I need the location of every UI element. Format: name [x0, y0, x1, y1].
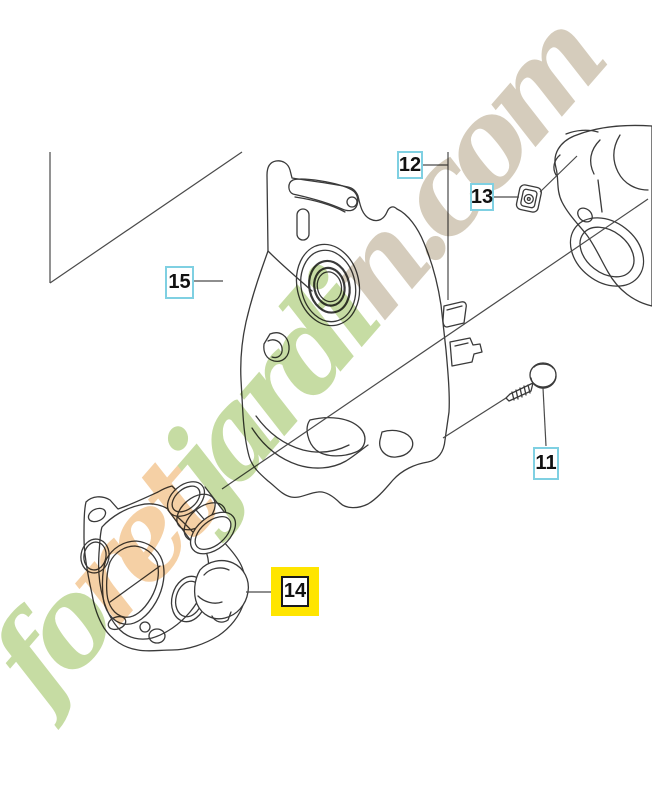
part-label-14-highlight[interactable]: 14 [271, 567, 319, 616]
crankcase-part-drawing [553, 124, 652, 307]
part-label-15[interactable]: 15 [165, 266, 194, 299]
bolt-part-drawing [505, 362, 557, 402]
cover-part-drawing [240, 160, 483, 509]
leader-lines [49, 151, 649, 593]
part-label-12[interactable]: 12 [397, 151, 423, 179]
part-label-14[interactable]: 14 [281, 576, 309, 607]
part-label-13[interactable]: 13 [470, 183, 494, 211]
part-label-11[interactable]: 11 [533, 447, 559, 480]
pump-part-drawing [80, 481, 250, 652]
clip-part-drawing [515, 184, 542, 213]
pump-port [166, 481, 237, 555]
